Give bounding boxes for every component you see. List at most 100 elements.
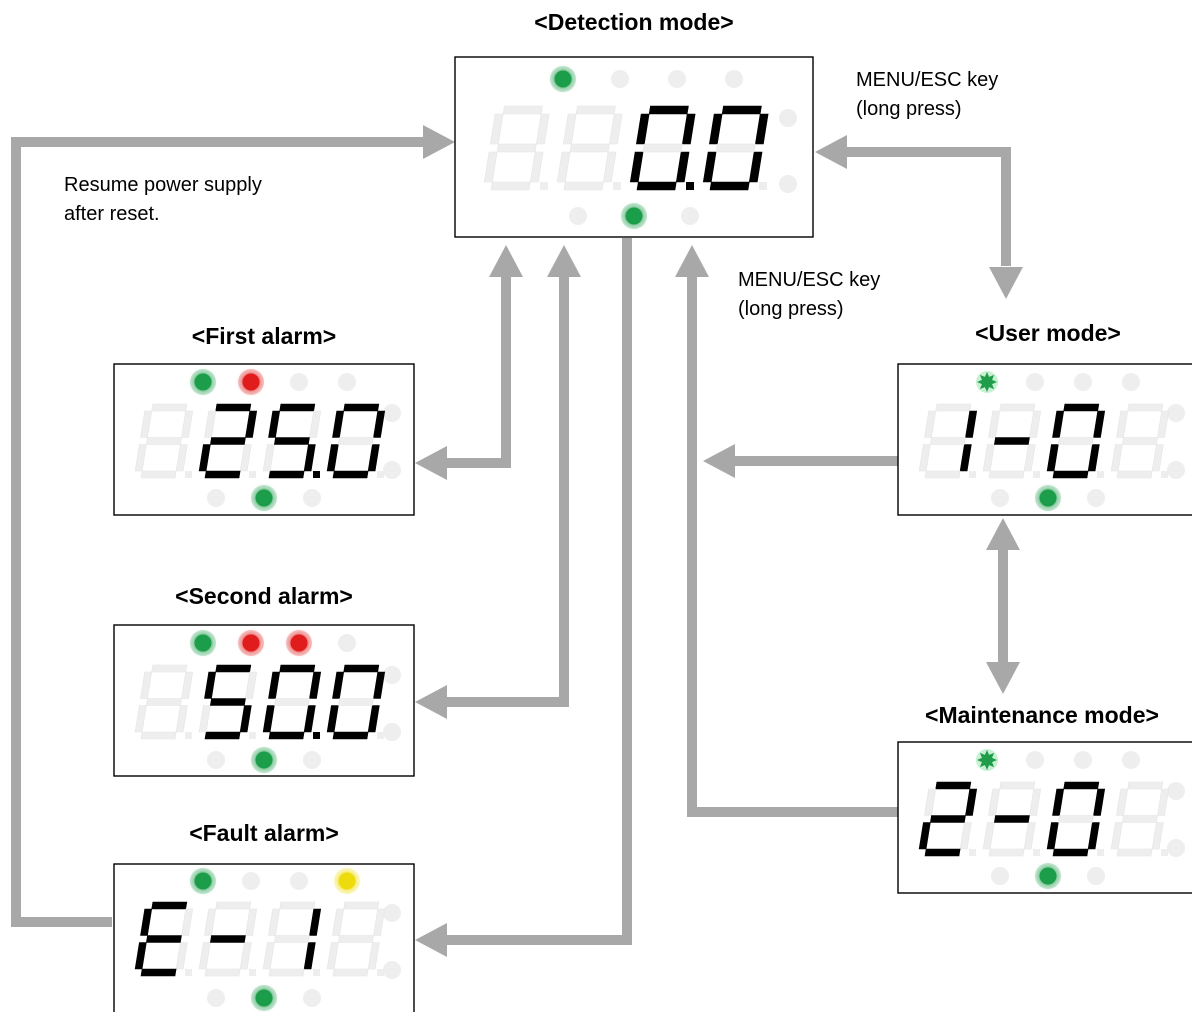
segment-d [1052, 848, 1089, 857]
segment-d [332, 968, 369, 977]
panel-fault-alarm [113, 863, 415, 1012]
status-led-3 [286, 630, 312, 656]
digit-1 [134, 664, 194, 740]
bottom-led-2 [251, 747, 277, 773]
segment-b [1093, 410, 1106, 438]
segment-b [373, 908, 386, 936]
segment-e [262, 705, 275, 733]
segment-e [1046, 822, 1059, 850]
segment-d [204, 968, 241, 977]
segment-a [279, 664, 316, 673]
bottom-led-3 [303, 489, 321, 507]
arrow-head-to-fault-alarm [415, 923, 447, 957]
segment-b [309, 410, 322, 438]
segment-a [151, 403, 188, 412]
status-led-4 [1122, 751, 1140, 769]
segment-d [636, 181, 677, 191]
segment-g [146, 698, 182, 706]
segment-c [367, 444, 380, 472]
segment-e [1110, 822, 1123, 850]
segment-b [245, 671, 258, 699]
panel-second-alarm [113, 624, 415, 777]
segment-d [1116, 470, 1153, 479]
transition-arrows [11, 125, 1023, 957]
segment-c [175, 705, 188, 733]
segment-c [748, 151, 763, 183]
decimal-point [969, 471, 976, 478]
detection-mode-title: <Detection mode> [534, 9, 734, 35]
bottom-led-2 [621, 203, 647, 229]
status-led-2 [1026, 373, 1044, 391]
segment-d [924, 848, 961, 857]
arrow-head-to-user-mode [989, 267, 1023, 299]
digit-4 [326, 403, 386, 479]
status-led-2 [238, 630, 264, 656]
segment-a [279, 403, 316, 412]
side-led-1 [383, 404, 401, 422]
status-led-4 [725, 70, 743, 88]
segment-c [959, 444, 972, 472]
segment-c [675, 151, 690, 183]
segment-g [274, 437, 310, 445]
segment-g [210, 698, 246, 706]
segment-g [338, 437, 374, 445]
decimal-point [185, 969, 192, 976]
segment-a [215, 403, 252, 412]
segment-b [245, 908, 258, 936]
segment-c [367, 942, 380, 970]
panel-maintenance-mode [897, 741, 1192, 894]
user-mode-title: <User mode> [975, 320, 1121, 346]
segment-d [268, 968, 305, 977]
display-panels [113, 56, 1192, 1012]
status-led-3 [1074, 373, 1092, 391]
segment-b [181, 410, 194, 438]
digit-2 [982, 781, 1042, 857]
segment-c [367, 705, 380, 733]
arrow-maintenance-to-detection [687, 276, 898, 817]
segment-e [262, 942, 275, 970]
decimal-point [613, 182, 621, 190]
resume-power-note: Resume power supply after reset. [64, 171, 262, 229]
segment-e [198, 444, 211, 472]
digit-1 [134, 901, 194, 977]
decimal-point [185, 471, 192, 478]
segment-d [709, 181, 750, 191]
decimal-point [1033, 849, 1040, 856]
arrow-head-user-return [703, 444, 735, 478]
arrow-head-to-first-alarm [415, 446, 447, 480]
segment-e [134, 444, 147, 472]
side-led-1 [383, 904, 401, 922]
side-led-1 [779, 109, 797, 127]
digit-1 [918, 781, 978, 857]
segment-g [1122, 815, 1158, 823]
digit-3 [1046, 403, 1106, 479]
digit-3 [629, 105, 696, 191]
segment-a [502, 105, 543, 115]
decimal-point [969, 849, 976, 856]
arrow-detection-second-alarm [444, 276, 569, 707]
segment-d [924, 470, 961, 479]
segment-e [198, 942, 211, 970]
digit-4 [702, 105, 769, 191]
decimal-point [377, 969, 384, 976]
bottom-led-1 [991, 489, 1009, 507]
status-led-2 [611, 70, 629, 88]
segment-c [529, 151, 544, 183]
segment-c [175, 444, 188, 472]
menu-esc-note-center: MENU/ESC key (long press) [738, 266, 880, 324]
segment-c [1023, 444, 1036, 472]
decimal-point [313, 969, 320, 976]
bottom-led-1 [207, 751, 225, 769]
arrow-head-to-maintenance [986, 662, 1020, 694]
fault-alarm-title: <Fault alarm> [189, 820, 339, 846]
status-led-1 [190, 369, 216, 395]
decimal-point [313, 732, 320, 739]
segment-a [721, 105, 762, 115]
segment-d [563, 181, 604, 191]
segment-c [239, 705, 252, 733]
segment-b [1093, 788, 1106, 816]
digit-3 [262, 664, 322, 740]
side-led-1 [383, 666, 401, 684]
segment-e [982, 822, 995, 850]
arrow-detection-user-mode [845, 147, 1011, 266]
